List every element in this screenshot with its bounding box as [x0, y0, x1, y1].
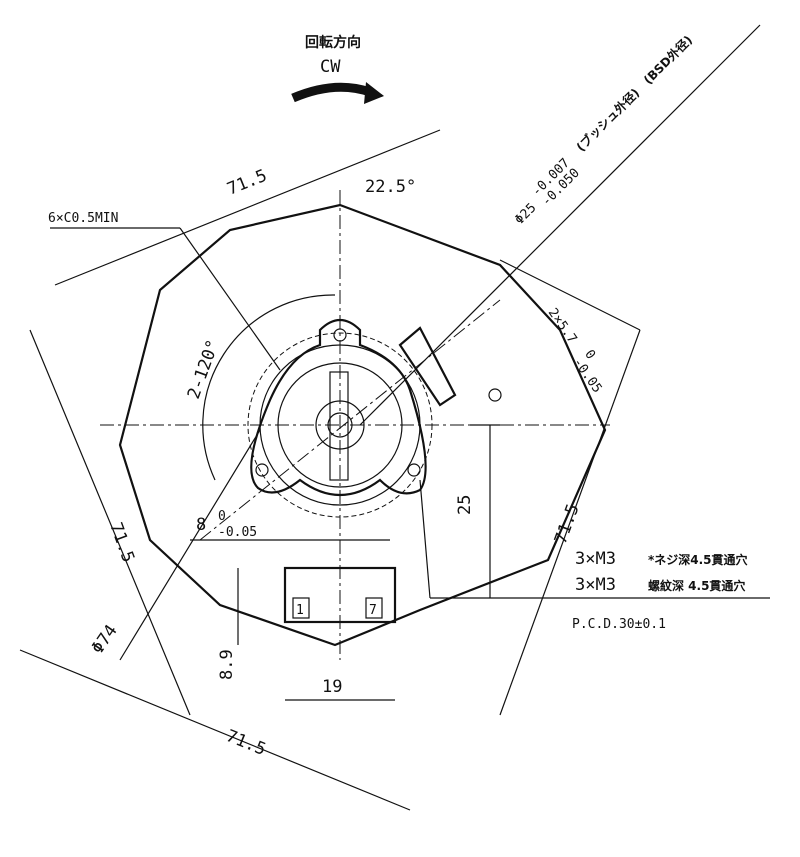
pin-hole [488, 388, 502, 402]
dim-top-side-label: 71.5 [224, 166, 269, 200]
shaft-dia-label: Φ25 [512, 201, 539, 228]
m3-a-note: *ネジ深4.5貫通穴 [648, 552, 748, 567]
shaft-note-1: (ブッシュ外径) [573, 85, 642, 154]
shaft-circle [315, 400, 365, 450]
dim-right-side-ext [499, 259, 641, 331]
dim-8-tol-lower: -0.05 [218, 525, 257, 540]
dim-right-side-label: 71.5 [551, 501, 584, 546]
dim-8-9-label: 8.9 [217, 649, 237, 680]
key-width-label: 2×5.7 [545, 306, 580, 347]
rotation-arrowhead-icon [364, 82, 384, 104]
rotation-label-jp: 回転方向 [305, 34, 361, 51]
m3-a-label: 3×M3 [575, 549, 616, 569]
pin-7-label: 7 [369, 603, 377, 618]
dim-19-label: 19 [322, 677, 342, 697]
pin-1-box [292, 597, 310, 619]
motor-outline [118, 203, 607, 647]
shaft-note-2: (BSD外径) [640, 32, 695, 87]
lever [398, 326, 457, 407]
pcd-label: P.C.D.30±0.1 [572, 617, 666, 632]
connector [283, 566, 397, 624]
rotation-arrow-icon [291, 82, 372, 103]
mount-hole-right [407, 463, 421, 477]
m3-b-note: 螺紋深 4.5貫通穴 [648, 578, 745, 593]
dim-left-side [29, 329, 191, 716]
shaft-key [329, 371, 349, 481]
chamfer-leader-diag [179, 227, 281, 371]
dim-right-side [499, 329, 641, 716]
dim-25-label: 25 [455, 495, 475, 515]
dim-8-tol-upper: 0 [218, 509, 226, 524]
mount-hole-left [255, 463, 269, 477]
dim-bottom-side [19, 649, 411, 811]
dim-left-side-label: 71.5 [105, 520, 138, 565]
outer-dia-label: Φ74 [88, 621, 122, 658]
shaft-leader [359, 24, 761, 426]
m3-b-label: 3×M3 [575, 575, 616, 595]
boss-angle-label: 2-120° [184, 337, 224, 402]
chamfer-label: 6×C0.5MIN [48, 211, 118, 226]
dim-top-side [54, 129, 441, 286]
m3-leader [419, 479, 431, 599]
outer-dia-leader [119, 429, 261, 661]
outer-dashed-circle [247, 332, 433, 518]
rotation-label: CW [320, 57, 341, 77]
pcd-arc [202, 294, 336, 481]
pin-7-box [365, 597, 383, 619]
mount-hole-top [333, 328, 347, 342]
pin-1-label: 1 [296, 603, 304, 618]
inner-circle [277, 362, 403, 488]
shaft-core [327, 412, 353, 438]
center-line-diag [199, 299, 501, 541]
dim-bottom-side-label: 71.5 [223, 726, 268, 760]
flange [250, 318, 427, 497]
dim-8-label: 8 [196, 515, 206, 535]
dim-angle-label: 22.5° [365, 177, 416, 197]
